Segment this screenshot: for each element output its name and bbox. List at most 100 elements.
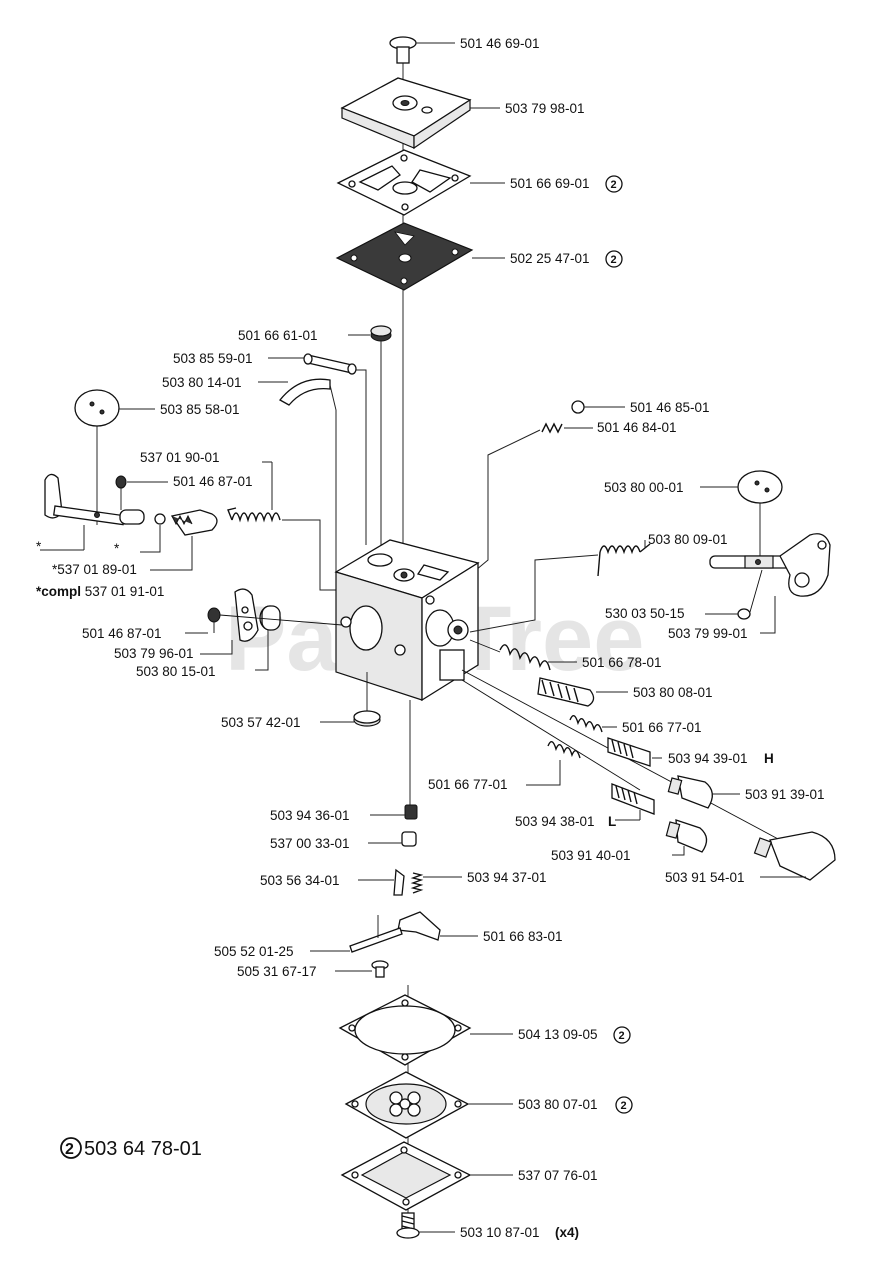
label-screw-choke: 501 46 87-01	[173, 474, 253, 489]
part-spring-small[interactable]	[469, 422, 593, 576]
part-tube[interactable]	[258, 378, 342, 591]
part-gasket-metering[interactable]	[338, 994, 513, 1066]
label-diaphragm-pump: 502 25 47-01	[510, 251, 590, 266]
part-nozzle[interactable]	[370, 804, 418, 820]
label-spring-inlet: 503 94 37-01	[467, 870, 547, 885]
kit-marker-gasket-pump: 2	[605, 175, 623, 193]
label-needle-l: 503 94 38-01	[515, 814, 595, 829]
part-idle-screw[interactable]	[537, 677, 628, 707]
label-ball: 501 46 85-01	[630, 400, 710, 415]
part-pin[interactable]	[310, 915, 403, 953]
label-screw-bottom: 503 10 87-01	[460, 1225, 540, 1240]
part-screw-throttle[interactable]	[705, 569, 763, 620]
label-bushing: 503 80 15-01	[136, 664, 216, 679]
label-needle-h: 503 94 39-01	[668, 751, 748, 766]
part-lever-inlet[interactable]	[397, 911, 478, 941]
part-sleeve[interactable]	[268, 353, 367, 545]
label-pin: 505 52 01-25	[214, 944, 294, 959]
label-gasket-pump: 501 66 69-01	[510, 176, 590, 191]
part-gasket-pump[interactable]	[336, 149, 505, 216]
label-screw-inlet: 505 31 67-17	[237, 964, 317, 979]
label-sleeve: 503 85 59-01	[173, 351, 253, 366]
label-screw-bottom-suffix: (x4)	[555, 1225, 579, 1240]
label-spring-choke: 537 01 90-01	[140, 450, 220, 465]
part-spring-choke[interactable]	[227, 461, 342, 591]
part-spring-inlet[interactable]	[410, 872, 462, 894]
label-screw-lever: 501 46 87-01	[82, 626, 162, 641]
svg-text:2: 2	[611, 179, 617, 191]
label-limiter-l: 503 91 40-01	[551, 848, 631, 863]
label-cover-top: 503 79 98-01	[505, 101, 585, 116]
label-screw-top: 501 46 69-01	[460, 36, 540, 51]
svg-text:2: 2	[611, 254, 617, 266]
svg-text:2: 2	[621, 1100, 627, 1112]
part-needle-l[interactable]	[611, 783, 655, 821]
part-limiter-l[interactable]	[665, 819, 708, 856]
label-spring-small: 501 46 84-01	[597, 420, 677, 435]
label-spring-l: 501 66 77-01	[428, 777, 508, 792]
kit-marker-diaphragm-metering: 2	[615, 1096, 633, 1114]
label-needle-inlet: 503 56 34-01	[260, 873, 340, 888]
label-plug: 501 66 61-01	[238, 328, 318, 343]
part-plug-small[interactable]	[368, 831, 417, 847]
part-needle-h[interactable]	[607, 737, 662, 767]
asterisk-1: *	[36, 539, 42, 554]
part-choke-shaft[interactable]	[40, 473, 218, 571]
part-spring-idle[interactable]	[469, 639, 577, 671]
label-spring-idle: 501 66 78-01	[582, 655, 662, 670]
label-nozzle: 503 94 36-01	[270, 808, 350, 823]
label-tube: 503 80 14-01	[162, 375, 242, 390]
label-needle-l-suffix: L	[608, 814, 616, 829]
part-carburetor-body[interactable]	[334, 539, 480, 702]
svg-text:2: 2	[619, 1030, 625, 1042]
label-welch-plug: 503 57 42-01	[221, 715, 301, 730]
part-cover-bottom[interactable]	[340, 1141, 513, 1211]
kit-note-part-number: 503 64 78-01	[84, 1138, 202, 1160]
label-diaphragm-metering: 503 80 07-01	[518, 1097, 598, 1112]
label-choke-compl: *compl 537 01 91-01	[36, 584, 164, 599]
label-spring-h: 501 66 77-01	[622, 720, 702, 735]
part-spring-h[interactable]	[569, 715, 617, 733]
kit-marker-diaphragm-pump: 2	[605, 250, 623, 268]
part-welch-plug[interactable]	[320, 672, 381, 727]
label-lever: 503 79 96-01	[114, 646, 194, 661]
part-screw-bottom[interactable]	[396, 1212, 455, 1239]
part-diaphragm-metering[interactable]	[344, 1071, 513, 1139]
label-limiter-h: 503 91 39-01	[745, 787, 825, 802]
part-screw-choke[interactable]	[115, 475, 168, 510]
part-lever[interactable]	[200, 588, 281, 671]
asterisk-2: *	[114, 541, 120, 556]
part-plug[interactable]	[348, 325, 392, 545]
part-limiter-cap[interactable]	[753, 831, 836, 881]
label-throttle-valve: 503 80 00-01	[604, 480, 684, 495]
label-cover-bottom: 537 07 76-01	[518, 1168, 598, 1183]
label-lever-inlet: 501 66 83-01	[483, 929, 563, 944]
label-idle-screw: 503 80 08-01	[633, 685, 713, 700]
label-gasket-metering: 504 13 09-05	[518, 1027, 598, 1042]
label-plug-small: 537 00 33-01	[270, 836, 350, 851]
part-limiter-h[interactable]	[667, 775, 740, 809]
label-screw-throttle: 530 03 50-15	[605, 606, 685, 621]
part-throttle-shaft[interactable]	[709, 533, 831, 634]
part-ball[interactable]	[571, 400, 625, 414]
kit-note-marker: 2	[65, 1141, 74, 1158]
part-screw-top[interactable]	[389, 36, 455, 64]
part-spring-l[interactable]	[526, 741, 581, 786]
part-needle-inlet[interactable]	[358, 868, 405, 896]
part-throttle-valve[interactable]	[700, 470, 783, 565]
kit-note: 2 503 64 78-01	[60, 1137, 202, 1160]
part-screw-inlet[interactable]	[335, 960, 389, 978]
part-spring-throttle[interactable]	[469, 540, 651, 633]
label-choke-shaft: *537 01 89-01	[52, 562, 137, 577]
part-choke-valve[interactable]	[74, 389, 155, 525]
label-choke-valve: 503 85 58-01	[160, 402, 240, 417]
label-needle-h-suffix: H	[764, 751, 774, 766]
part-cover-top[interactable]	[340, 77, 500, 150]
part-diaphragm-pump[interactable]	[335, 222, 505, 291]
kit-marker-gasket-metering: 2	[613, 1026, 631, 1044]
part-screw-lever[interactable]	[185, 607, 343, 634]
label-throttle-shaft: 503 79 99-01	[668, 626, 748, 641]
label-limiter-cap: 503 91 54-01	[665, 870, 745, 885]
label-spring-throttle: 503 80 09-01	[648, 532, 728, 547]
